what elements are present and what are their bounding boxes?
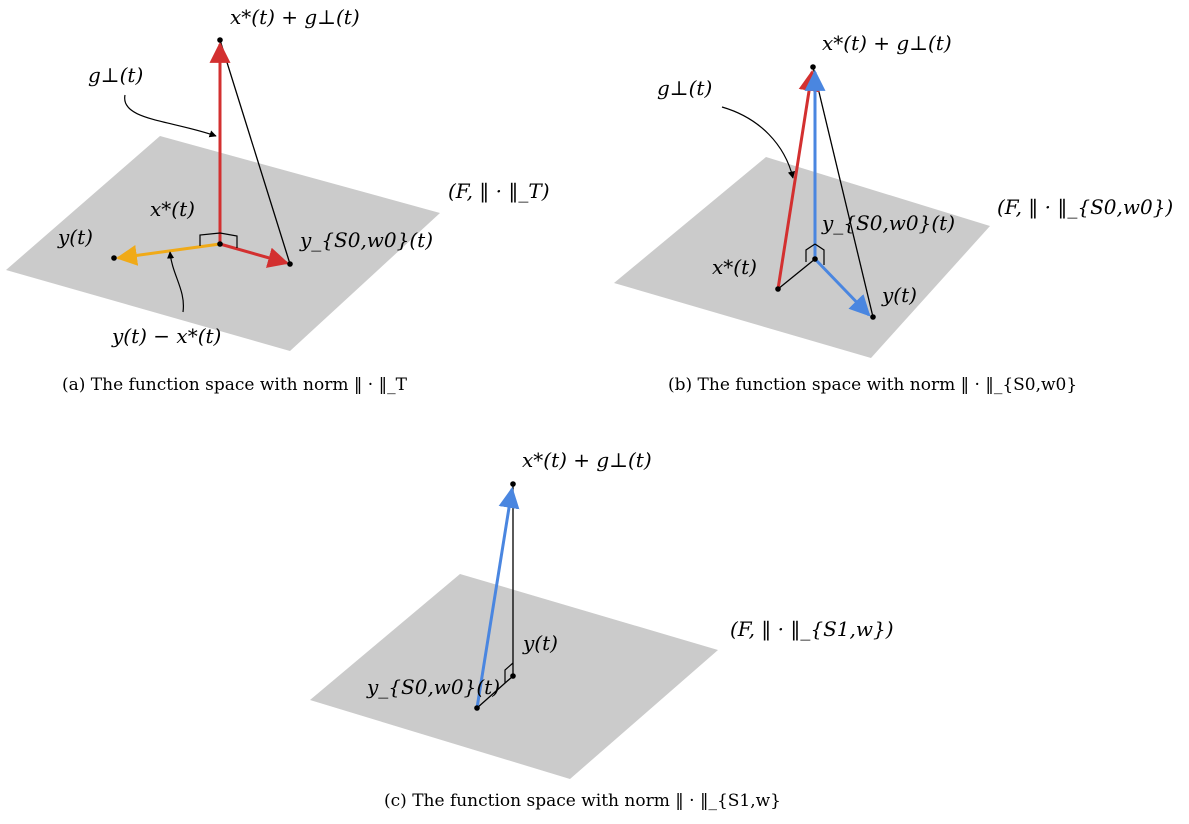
label-top-b: x*(t) + g⊥(t): [822, 31, 952, 55]
point-yS0-b: [812, 256, 818, 262]
panel-c: x*(t) + g⊥(t) (F, ‖ · ‖_{S1,w}) y(t) y_{…: [310, 448, 894, 811]
point-x-star-b: [775, 286, 781, 292]
label-top-c: x*(t) + g⊥(t): [522, 448, 652, 472]
label-x-star-a: x*(t): [150, 197, 195, 221]
line-top-to-y-b: [812, 66, 874, 318]
panel-a: x*(t) + g⊥(t) g⊥(t) (F, ‖ · ‖_T) x*(t) y…: [6, 5, 550, 395]
label-space-c: (F, ‖ · ‖_{S1,w}): [730, 617, 894, 642]
label-diff-a: y(t) − x*(t): [111, 324, 221, 348]
point-yS0-a: [287, 261, 293, 267]
point-y-a: [111, 255, 117, 261]
right-angle-mark-a1: [199, 232, 221, 246]
arrow-to-top-c: [475, 486, 520, 709]
point-y-c: [510, 673, 516, 679]
caption-c: (c) The function space with norm ‖ · ‖_{…: [384, 791, 781, 811]
label-space-b: (F, ‖ · ‖_{S0,w0}): [997, 195, 1173, 220]
point-x-star-a: [217, 241, 223, 247]
label-yS0-b: y_{S0,w0}(t): [821, 211, 955, 235]
label-top-a: x*(t) + g⊥(t): [230, 5, 360, 29]
right-angle-mark-b2: [814, 243, 825, 265]
point-y-b: [870, 314, 876, 320]
arrow-to-y-a: [115, 242, 221, 266]
label-space-a: (F, ‖ · ‖_T): [448, 179, 550, 204]
label-x-star-b: x*(t): [712, 255, 757, 279]
point-top-a: [217, 37, 223, 43]
pointer-g-perp-b: [721, 106, 795, 179]
right-angle-mark-c: [504, 662, 514, 683]
arrow-to-yS0-a: [219, 242, 290, 268]
plane-b: [614, 157, 990, 358]
label-yS0-a: y_{S0,w0}(t): [299, 228, 433, 252]
right-angle-mark-a2: [219, 232, 238, 248]
point-top-c: [510, 481, 516, 487]
line-base-c: [476, 675, 514, 709]
line-top-to-yS0-a: [219, 39, 291, 265]
panel-b: x*(t) + g⊥(t) g⊥(t) (F, ‖ · ‖_{S0,w0}) y…: [614, 31, 1173, 395]
point-top-b: [810, 64, 816, 70]
point-yS0-c: [474, 705, 480, 711]
label-yS0-c: y_{S0,w0}(t): [366, 675, 500, 699]
label-y-c: y(t): [522, 631, 558, 655]
label-g-perp-b: g⊥(t): [657, 76, 712, 100]
pointer-diff-a: [166, 251, 185, 313]
caption-a: (a) The function space with norm ‖ · ‖_T: [62, 375, 408, 395]
caption-b: (b) The function space with norm ‖ · ‖_{…: [668, 375, 1077, 395]
pointer-g-perp-a: [124, 94, 217, 138]
label-g-perp-a: g⊥(t): [88, 63, 143, 87]
label-y-a: y(t): [57, 225, 93, 249]
label-y-b: y(t): [881, 283, 917, 307]
arrow-to-y-b: [813, 257, 871, 317]
arrow-g-perp-b: [776, 69, 820, 290]
line-x-star-to-yS0-b: [777, 258, 816, 290]
right-angle-mark-b1: [805, 243, 816, 262]
